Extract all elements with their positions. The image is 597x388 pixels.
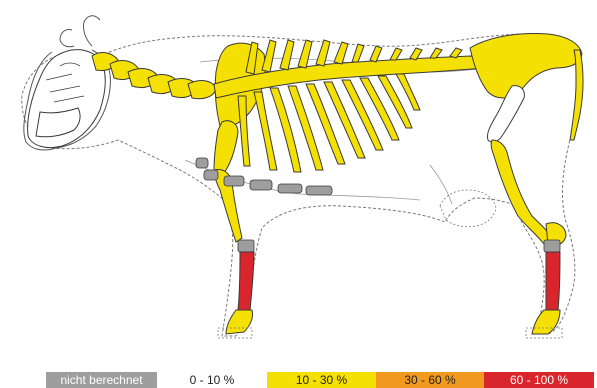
pelvis-bone [470, 34, 582, 98]
legend-label: 30 - 60 % [404, 372, 455, 388]
humerus-bone [214, 121, 238, 175]
hoof-outlines [218, 328, 562, 338]
tibia-bone [491, 140, 552, 244]
legend-item-0-10: 0 - 10 % [157, 372, 267, 388]
hind-phalanges [532, 310, 560, 334]
udder-outline [440, 190, 496, 227]
legend-item-60-100: 60 - 100 % [484, 372, 594, 388]
legend-item-10-30: 10 - 30 % [267, 372, 376, 388]
legend-item-not-calculated: nicht berechnet [46, 372, 157, 388]
metacarpal-bone [238, 252, 254, 310]
legend-label: 60 - 100 % [510, 372, 568, 388]
legend: nicht berechnet 0 - 10 % 10 - 30 % 30 - … [46, 372, 594, 388]
ribs [238, 74, 420, 172]
tarsal-bones [544, 240, 560, 252]
front-phalanges [226, 310, 253, 334]
carpal-bones [238, 240, 254, 252]
legend-label: 10 - 30 % [296, 372, 347, 388]
legend-label: 0 - 10 % [190, 372, 235, 388]
legend-item-30-60: 30 - 60 % [376, 372, 484, 388]
legend-label: nicht berechnet [60, 372, 142, 388]
metatarsal-bone [546, 252, 560, 310]
